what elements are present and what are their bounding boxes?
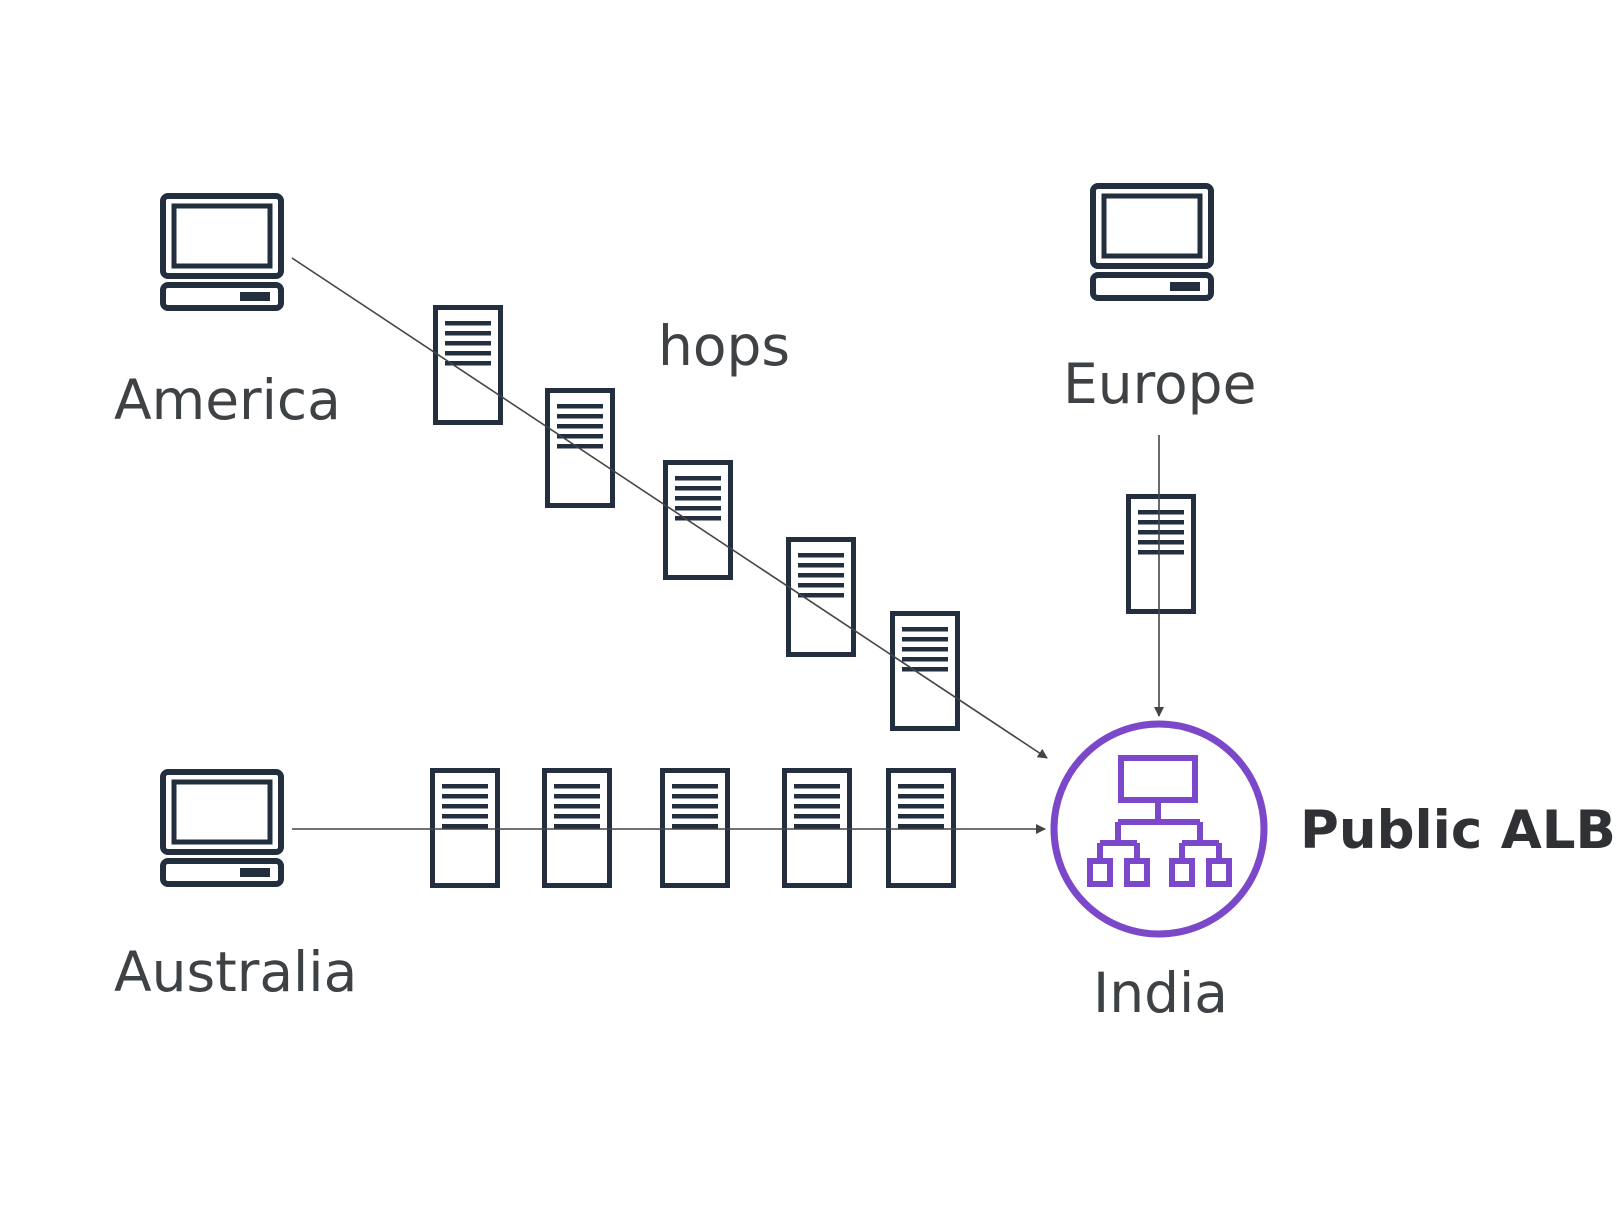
hop-server-icon [785, 771, 850, 886]
hop-server-icon [436, 308, 501, 423]
hop-server-icon [666, 463, 731, 578]
hops-label: hops [658, 314, 791, 378]
australia-computer-icon [163, 772, 281, 884]
india-label: India [1093, 961, 1228, 1025]
hop-server-icon [1129, 497, 1194, 612]
application-load-balancer-icon [1050, 720, 1268, 938]
america-computer-icon [163, 196, 281, 308]
hop-server-icon [889, 771, 954, 886]
hop-server-icon [433, 771, 498, 886]
hop-server-icon [789, 540, 854, 655]
america-to-india-arrow [291, 257, 1048, 759]
hop-server-icon [893, 614, 958, 729]
europe-computer-icon [1093, 186, 1211, 298]
hop-server-icon [545, 771, 610, 886]
europe-label: Europe [1063, 352, 1257, 416]
australia-label: Australia [114, 940, 358, 1004]
america-label: America [114, 368, 341, 432]
public-alb-label: Public ALB [1300, 800, 1616, 861]
hop-server-icon [663, 771, 728, 886]
